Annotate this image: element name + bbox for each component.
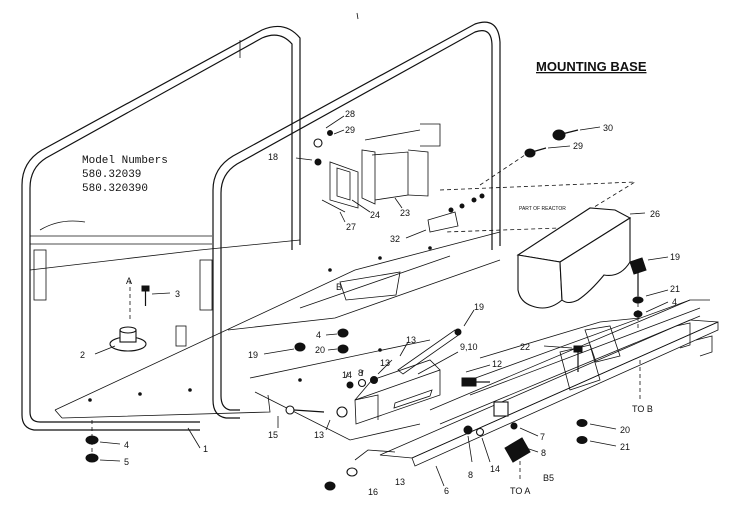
callout-14-bottom: 14: [490, 464, 500, 474]
callout-11: 12: [492, 359, 502, 369]
callout-14-center: 14: [342, 370, 352, 380]
callout-25-lower: 19: [248, 350, 258, 360]
spacer-8-bottom: [475, 427, 485, 437]
callout-22: 21: [620, 442, 630, 452]
model-number-2: 580.320390: [82, 183, 148, 195]
screw-25-top: [314, 158, 322, 166]
bolt-3: [141, 285, 150, 306]
callout-17: 19: [474, 302, 484, 312]
reactor-bracket-24: [321, 161, 359, 213]
callout-26: 26: [650, 209, 660, 219]
nut-13-center: [370, 376, 378, 384]
callout-6: 6: [444, 486, 449, 496]
reactor-clamp-32: [427, 193, 485, 233]
callout-2: 2: [80, 350, 85, 360]
callout-20: 22: [520, 342, 530, 352]
washer-19-center: [337, 344, 349, 354]
marker-to-a: TO A: [510, 486, 530, 496]
bolt-15: [285, 405, 325, 415]
callout-5: 5: [124, 457, 129, 467]
side-panel-26: [516, 207, 632, 309]
diagram-title: MOUNTING BASE: [536, 59, 647, 74]
spring-hook: [454, 328, 462, 336]
note-part-of-reactor: PART OF REACTOR: [519, 206, 566, 212]
callout-4-center: 4: [316, 330, 321, 340]
washer-21: [576, 419, 588, 427]
screw-28: [552, 129, 579, 141]
callout-7: 7: [540, 432, 545, 442]
callout-12: 13: [406, 335, 416, 345]
marker-b-up: B: [336, 282, 342, 292]
base-rail-assembly: [354, 299, 719, 467]
callout-15: 15: [268, 430, 278, 440]
screw-25-lower: [294, 342, 306, 352]
nut-22: [576, 436, 588, 444]
washer-4-center: [337, 328, 349, 338]
callout-19-center: 20: [315, 345, 325, 355]
model-number-1: 580.32039: [82, 169, 141, 181]
callout-4-left: 4: [124, 440, 129, 450]
callout-3: 3: [175, 289, 180, 299]
nut-16-lower: [324, 481, 336, 491]
callout-1: 1: [203, 444, 208, 454]
marker-b5: B5: [543, 473, 554, 483]
frame-bracket: [175, 325, 187, 347]
callout-23: 23: [400, 208, 410, 218]
washer-27: [524, 147, 547, 158]
callout-8-center: 8: [358, 368, 363, 378]
callout-16: 16: [368, 487, 378, 497]
washer-14-center: [346, 381, 354, 389]
model-heading: Model Numbers: [82, 155, 168, 167]
callout-24: 24: [370, 210, 380, 220]
callout-32: 32: [390, 234, 400, 244]
callout-28: 30: [603, 123, 613, 133]
marker-a-up: A: [126, 276, 132, 286]
base-plate: [29, 220, 501, 441]
callout-13-left: 13: [314, 430, 324, 440]
callout-13-bottom: 13: [395, 477, 405, 487]
washer-14-bottom: [463, 425, 473, 435]
bolt-18: [629, 257, 647, 296]
nut-13-left: [336, 406, 348, 418]
callout-21: 20: [620, 425, 630, 435]
callout-29: 27: [346, 222, 356, 232]
callout-18: 19: [670, 252, 680, 262]
callout-8-right: 8: [541, 448, 546, 458]
callout-4-right: 4: [672, 297, 677, 307]
mount-bracket-12: [354, 359, 441, 425]
callout-25-top: 18: [268, 152, 278, 162]
callout-31: 29: [345, 125, 355, 135]
callout-30: 28: [345, 109, 355, 119]
callout-13-center: 13: [380, 358, 390, 368]
bolt-11: [461, 377, 490, 387]
washer-16-upper: [346, 467, 358, 477]
marker-to-b: TO B: [632, 404, 653, 414]
washer-30: [313, 138, 323, 148]
left-tube-frame: [21, 25, 301, 431]
reactor-bracket-23: [361, 123, 441, 205]
square-spacer: [493, 401, 509, 417]
nut-31: [327, 130, 333, 136]
vibration-mount: [109, 326, 147, 352]
bolt-20: [573, 345, 583, 372]
callout-9-10: 9,10: [460, 342, 478, 352]
callout-8-bottom: 8: [468, 470, 473, 480]
callout-27: 29: [573, 141, 583, 151]
right-tube-frame: [212, 21, 501, 419]
spacer-8-center: [357, 378, 367, 388]
nut-7: [510, 422, 518, 430]
callout-19-right: 21: [670, 284, 680, 294]
